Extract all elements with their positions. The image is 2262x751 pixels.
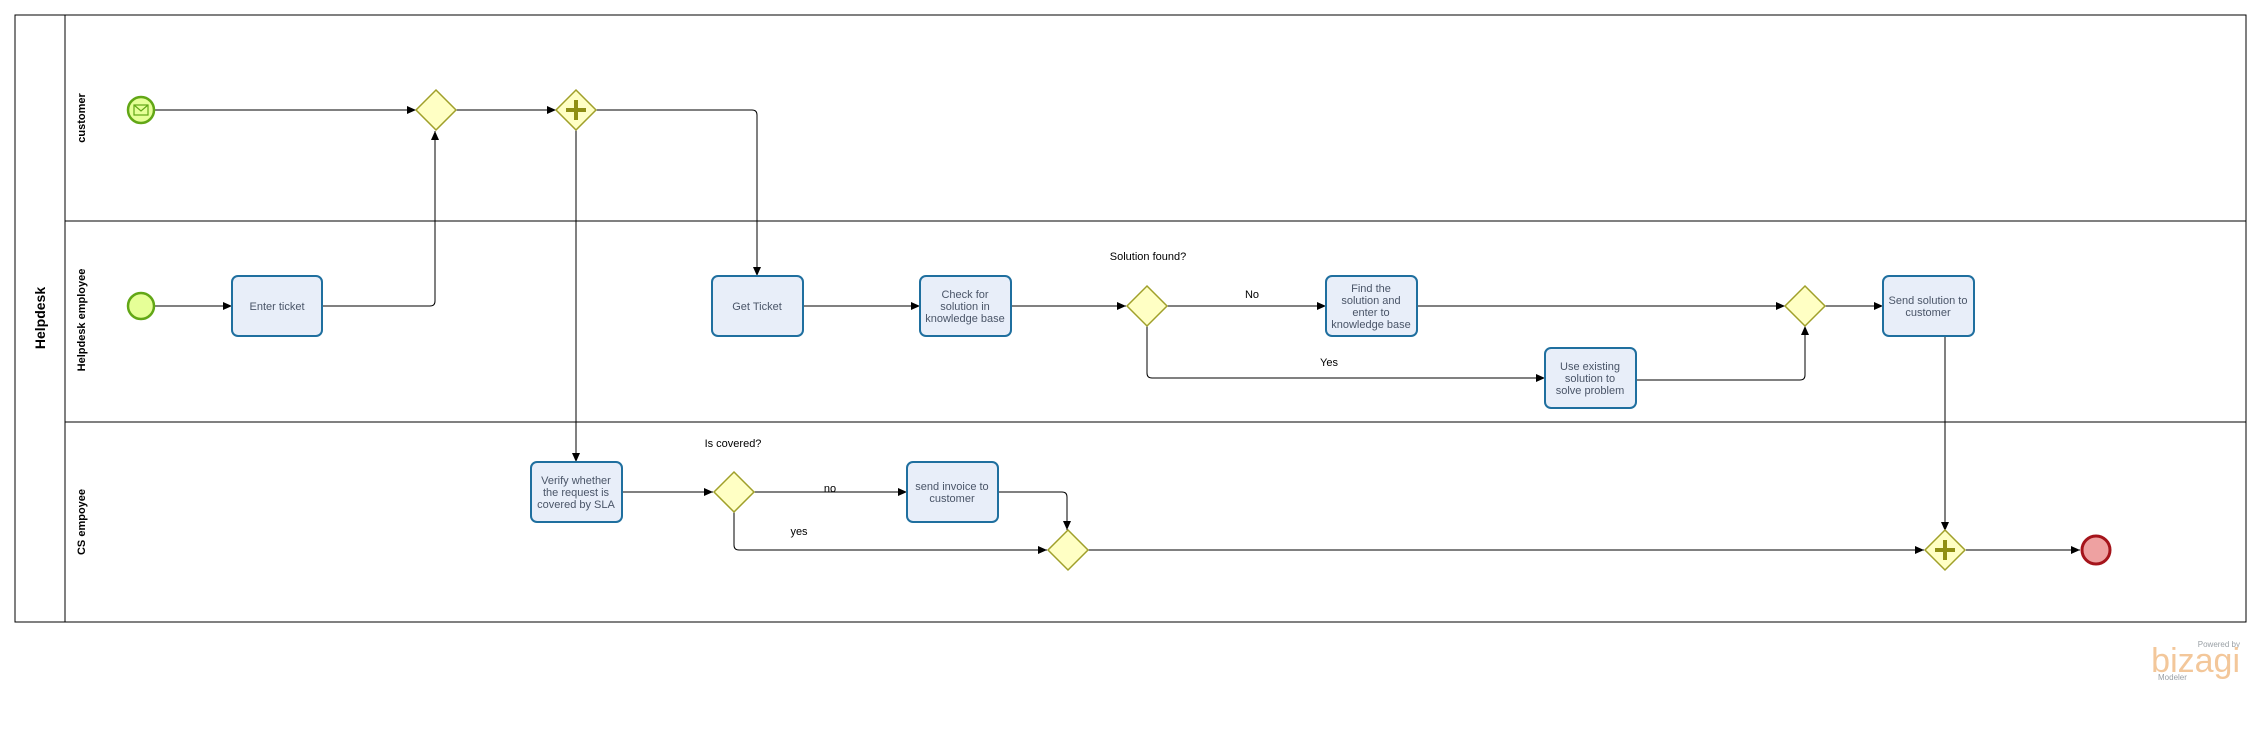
watermark-powered-by: Powered by bbox=[2198, 640, 2240, 649]
message-start-event[interactable] bbox=[126, 95, 156, 125]
flow-labels: No Yes no yes Solution found? Is covered… bbox=[705, 251, 1339, 538]
gateway-label-solution-found: Solution found? bbox=[1110, 251, 1186, 263]
task-label-line: solution to bbox=[1565, 373, 1615, 385]
flow-parallel-to-get-ticket bbox=[596, 109, 761, 276]
task-label-line: the request is bbox=[543, 487, 610, 499]
task-label-line: customer bbox=[929, 493, 975, 505]
flow-label-yes-covered: yes bbox=[790, 526, 808, 538]
gateway-label-is-covered: Is covered? bbox=[705, 438, 762, 450]
lane-label-cs-employee: CS empoyee bbox=[76, 489, 88, 555]
parallel-gateway-split[interactable] bbox=[554, 88, 598, 132]
flow-solution-gateway-yes bbox=[1146, 326, 1545, 382]
task-label-line: Send solution to bbox=[1889, 295, 1968, 307]
pool: Helpdesk bbox=[14, 14, 2247, 623]
task-label-line: solution and bbox=[1341, 295, 1400, 307]
task-label-line: enter to bbox=[1352, 307, 1389, 319]
start-event[interactable] bbox=[126, 291, 156, 321]
task-label-line: Enter ticket bbox=[249, 301, 304, 313]
lane-label-customer: customer bbox=[76, 93, 88, 143]
flow-enter-ticket-to-gateway bbox=[322, 131, 439, 307]
exclusive-gateway-solution-found[interactable] bbox=[1125, 284, 1169, 328]
exclusive-gateway-merge-cs[interactable] bbox=[1046, 528, 1090, 572]
task-label-line: Verify whether bbox=[541, 475, 611, 487]
task-get-ticket[interactable]: Get Ticket bbox=[711, 275, 804, 337]
watermark-brand: bizagi bbox=[2151, 642, 2240, 680]
flow-use-existing-to-merge bbox=[1636, 326, 1809, 381]
pool-label: Helpdesk bbox=[32, 287, 48, 349]
task-label-line: customer bbox=[1905, 307, 1951, 319]
exclusive-gateway-customer[interactable] bbox=[414, 88, 458, 132]
flow-label-no-covered: no bbox=[824, 483, 836, 495]
task-label-line: covered by SLA bbox=[537, 499, 615, 511]
task-label-line: solution in bbox=[940, 301, 990, 313]
task-label-line: knowledge base bbox=[1331, 319, 1411, 331]
flow-label-no-solution: No bbox=[1245, 289, 1259, 301]
bizagi-watermark: Powered by bizagi Modeler bbox=[2151, 640, 2240, 682]
task-label-line: Find the bbox=[1351, 283, 1391, 295]
sequence-flows bbox=[155, 106, 2080, 554]
end-event[interactable] bbox=[2080, 534, 2112, 566]
task-label-line: Use existing bbox=[1560, 361, 1620, 373]
parallel-gateway-join[interactable] bbox=[1923, 528, 1967, 572]
task-label-line: Get Ticket bbox=[732, 301, 782, 313]
task-label-line: Check for bbox=[941, 289, 988, 301]
flow-covered-gateway-yes bbox=[733, 512, 1047, 554]
flow-label-yes-solution: Yes bbox=[1320, 357, 1338, 369]
task-label-line: knowledge base bbox=[925, 313, 1005, 325]
task-enter-ticket[interactable]: Enter ticket bbox=[231, 275, 323, 337]
lane-labels: customer Helpdesk employee CS empoyee bbox=[76, 93, 88, 555]
flow-send-invoice-to-merge bbox=[998, 491, 1071, 530]
lane-label-helpdesk-employee: Helpdesk employee bbox=[76, 269, 88, 372]
exclusive-gateway-is-covered[interactable] bbox=[712, 470, 756, 514]
watermark-product: Modeler bbox=[2158, 673, 2187, 682]
plus-icon bbox=[1935, 540, 1955, 560]
exclusive-gateway-merge-solution[interactable] bbox=[1783, 284, 1827, 328]
plus-icon bbox=[566, 100, 586, 120]
envelope-icon bbox=[133, 104, 149, 116]
task-label-get-ticket: Get Ticket bbox=[732, 301, 782, 313]
task-label-line: send invoice to bbox=[915, 481, 988, 493]
task-label-line: solve problem bbox=[1556, 385, 1624, 397]
task-label-enter-ticket: Enter ticket bbox=[249, 301, 304, 313]
